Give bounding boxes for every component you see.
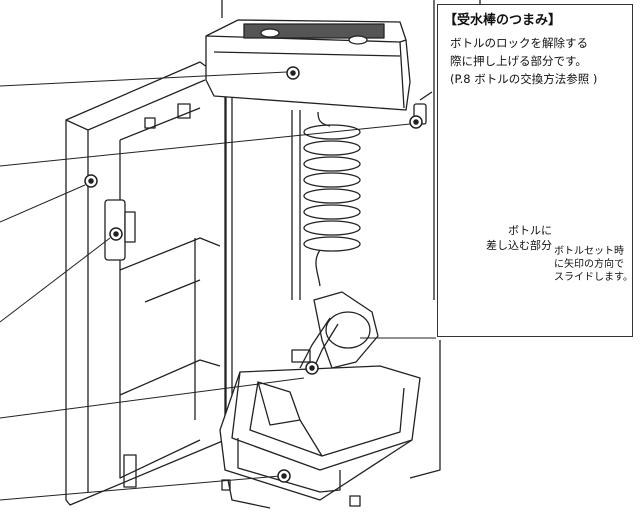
water-receiver — [291, 291, 379, 373]
leader-lines — [0, 71, 436, 501]
callout-description-line-3: (P.8 ボトルの交換方法参照 ) — [450, 72, 598, 86]
callout-title: 【受水棒のつまみ】 — [444, 13, 562, 28]
callout-description-line-1: ボトルのロックを解除する — [450, 36, 588, 50]
callout-box: 【受水棒のつまみ】 ボトルのロックを解除する 際に押し上げる部分です。 (P.8… — [437, 4, 633, 337]
label-slide-part: ボトルセット時 に矢印の方向で スライドします。 — [554, 245, 633, 284]
drip-tray — [219, 365, 421, 509]
label-insert-line-2: 差し込む部分 — [486, 239, 552, 252]
label-insert-line-1: ボトルに — [508, 224, 552, 237]
callout-description-line-2: 際に押し上げる部分です。 — [450, 54, 587, 68]
label-slide-line-3: スライドします。 — [554, 272, 633, 283]
marker-points — [84, 66, 423, 483]
label-insert-part: ボトルに 差し込む部分 — [486, 223, 552, 253]
label-slide-line-1: ボトルセット時 — [554, 246, 624, 257]
door-panel — [65, 61, 226, 506]
top-lid — [205, 19, 411, 111]
label-slide-line-2: に矢印の方向で — [554, 259, 624, 270]
coil-spring — [303, 111, 361, 287]
